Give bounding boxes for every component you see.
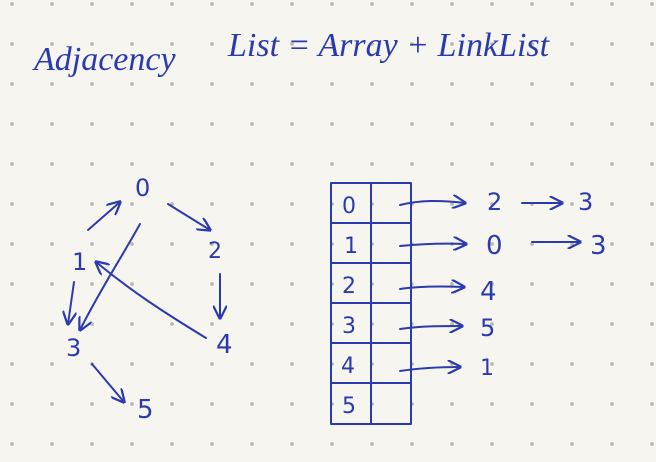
edge-1-0 — [87, 202, 120, 231]
edge-0-3 — [80, 223, 141, 330]
linked-lists: 2 3 0 3 4 5 1 — [399, 188, 607, 381]
edge-0-2 — [167, 203, 210, 230]
node-0: 0 — [135, 174, 150, 202]
list-1-node-1: 3 — [590, 231, 607, 261]
pointer-3 — [399, 326, 462, 329]
list-0-node-0: 2 — [487, 188, 502, 216]
edge-1-3 — [68, 281, 74, 324]
node-4: 4 — [216, 330, 233, 360]
title-left: Adjacency — [32, 41, 176, 78]
array-index-5: 5 — [342, 394, 356, 419]
array-index-4: 4 — [341, 354, 355, 379]
pointer-0 — [399, 201, 465, 205]
array-index-0: 0 — [342, 194, 356, 219]
pointer-2 — [399, 286, 464, 289]
list-3-node-0: 5 — [480, 314, 495, 342]
edge-3-5 — [91, 363, 124, 402]
node-5: 5 — [137, 395, 154, 425]
list-2-node-0: 4 — [480, 277, 497, 307]
adjacency-array: 0 1 2 3 4 5 — [330, 182, 412, 425]
pointer-4 — [399, 367, 460, 371]
edge-4-1 — [96, 262, 207, 339]
list-4-node-0: 1 — [480, 356, 494, 381]
array-index-1: 1 — [344, 234, 358, 259]
array-index-2: 2 — [342, 274, 356, 299]
list-0-node-1: 3 — [578, 188, 593, 216]
title-right: List = Array + LinkList — [227, 27, 551, 64]
node-1: 1 — [72, 248, 87, 276]
array-index-3: 3 — [342, 314, 356, 339]
list-1-node-0: 0 — [486, 231, 503, 261]
pointer-1 — [399, 244, 466, 246]
node-3: 3 — [66, 334, 81, 362]
graph: 0 1 2 3 4 5 — [66, 174, 233, 425]
node-2: 2 — [208, 239, 222, 264]
